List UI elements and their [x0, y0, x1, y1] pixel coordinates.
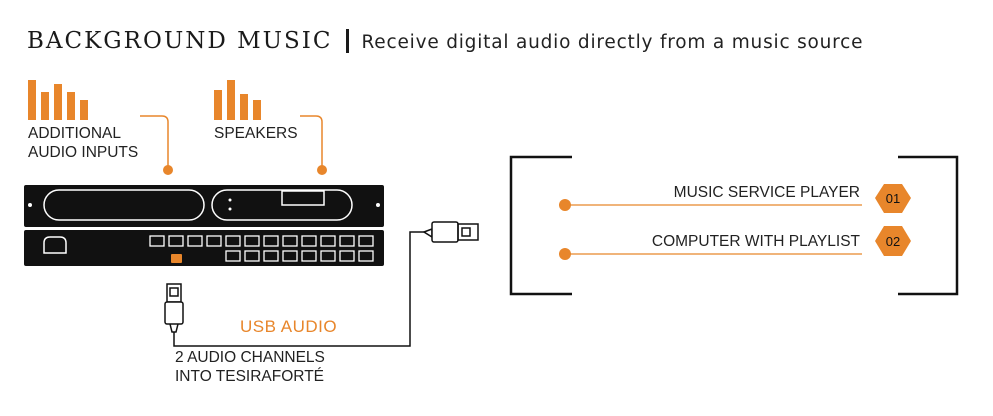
channels-label-line2: INTO TESIRAFORTÉ [175, 368, 324, 385]
usb-port-highlight [171, 254, 182, 263]
source-number-01: 01 [886, 191, 900, 206]
inputs-label-line1: ADDITIONAL [28, 125, 121, 142]
tesiraforte-front-panel [24, 185, 384, 227]
usb-audio-label: USB AUDIO [240, 317, 337, 336]
inputs-label-line2: AUDIO INPUTS [28, 144, 138, 161]
channels-label-line1: 2 AUDIO CHANNELS [175, 349, 325, 366]
source-number-02: 02 [886, 234, 900, 249]
usb-plug-icon-device [164, 283, 184, 333]
source-bracket [509, 155, 959, 296]
equalizer-icon-speakers [214, 80, 261, 120]
equalizer-icon-inputs [28, 80, 88, 120]
source-label-01: MUSIC SERVICE PLAYER [674, 184, 860, 201]
title-divider [346, 29, 350, 53]
source-item-music-service-player: MUSIC SERVICE PLAYER 01 [559, 184, 911, 213]
speakers-label: SPEAKERS [214, 125, 298, 142]
hexagon-badge-01 [875, 184, 911, 213]
title-main: BACKGROUND MUSIC [27, 28, 333, 54]
tesiraforte-rear-panel [24, 230, 384, 266]
speakers-connector-dot [317, 165, 327, 175]
usb-cable [173, 231, 424, 347]
page-title: BACKGROUND MUSIC Receive digital audio d… [27, 28, 863, 54]
usb-plug-icon-source [422, 221, 479, 243]
source-item-computer-with-playlist: COMPUTER WITH PLAYLIST 02 [559, 226, 911, 260]
source-label-02: COMPUTER WITH PLAYLIST [652, 233, 861, 250]
hexagon-badge-02 [875, 226, 911, 256]
inputs-connector-dot [163, 165, 173, 175]
inputs-leader-line [140, 115, 169, 168]
title-subtitle: Receive digital audio directly from a mu… [361, 32, 864, 53]
speakers-leader-line [300, 115, 323, 168]
